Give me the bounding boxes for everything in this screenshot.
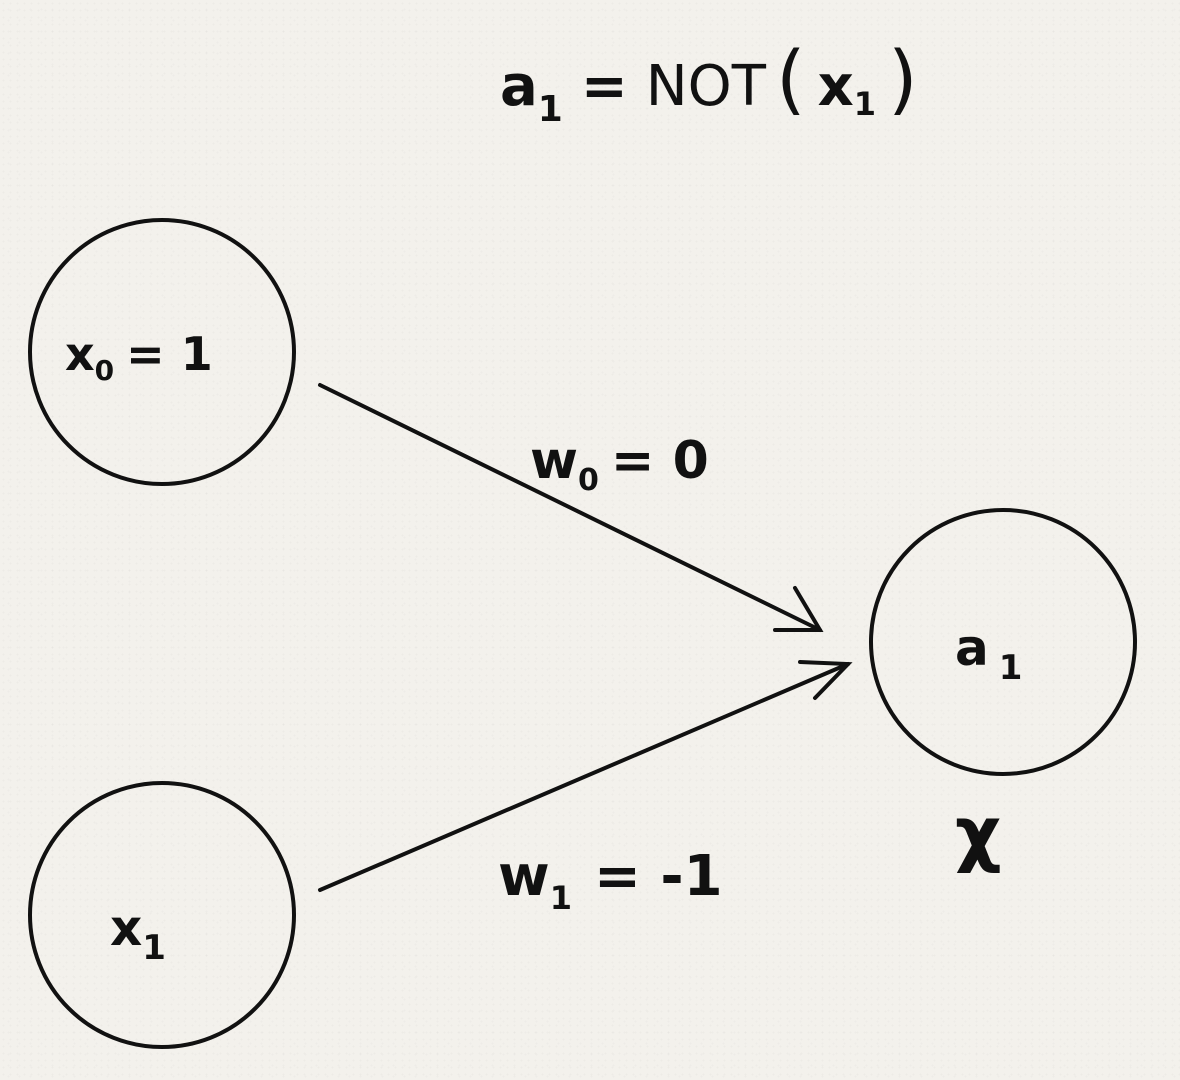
formula: a1=NOT(x1) <box>500 34 918 130</box>
bias-node-rest: = 1 <box>126 327 213 381</box>
weight-w0-rest: = 0 <box>611 431 709 491</box>
edge-bias-output-arrowhead <box>773 586 824 632</box>
bias-node-name: x <box>65 327 95 381</box>
input-node <box>28 781 296 1049</box>
edge-bias-output-line <box>318 383 822 632</box>
bias-node <box>28 218 296 486</box>
formula-lhs: a <box>500 54 538 119</box>
input-node-label: x1 <box>110 899 166 968</box>
output-node-annotation: χ <box>955 791 1001 875</box>
weight-w0-name: w <box>530 431 578 491</box>
output-node-name: a <box>955 619 989 677</box>
formula-lhs-sub: 1 <box>538 89 563 130</box>
formula-arg: x <box>818 54 854 119</box>
edge-bias-output <box>318 383 824 632</box>
output-node <box>869 508 1137 776</box>
input-node-name: x <box>110 899 142 957</box>
weight-w1-rest: = -1 <box>594 844 723 909</box>
weight-w1-label: w1 = -1 <box>498 844 723 917</box>
output-node-sub: 1 <box>999 648 1023 688</box>
bias-node-label: x0 = 1 <box>65 327 213 387</box>
edge-input-output-arrowhead <box>798 660 853 700</box>
formula-arg-sub: 1 <box>854 85 876 123</box>
input-node-sub: 1 <box>142 928 166 968</box>
edge-input-output <box>318 660 853 892</box>
formula-close-paren: ) <box>888 34 918 123</box>
weight-w0-label: w0 = 0 <box>530 431 709 498</box>
bias-node-sub: 0 <box>95 354 114 387</box>
edge-input-output-line <box>318 662 850 892</box>
weight-w0-sub: 0 <box>578 463 599 498</box>
weight-w1-name: w <box>498 844 550 909</box>
formula-func: NOT <box>646 54 767 119</box>
formula-equals: = <box>581 54 628 119</box>
formula-open-paren: ( <box>776 34 806 123</box>
weight-w1-sub: 1 <box>550 879 572 917</box>
svg-text:a1=NOT(x1): a1=NOT(x1) <box>500 34 918 130</box>
